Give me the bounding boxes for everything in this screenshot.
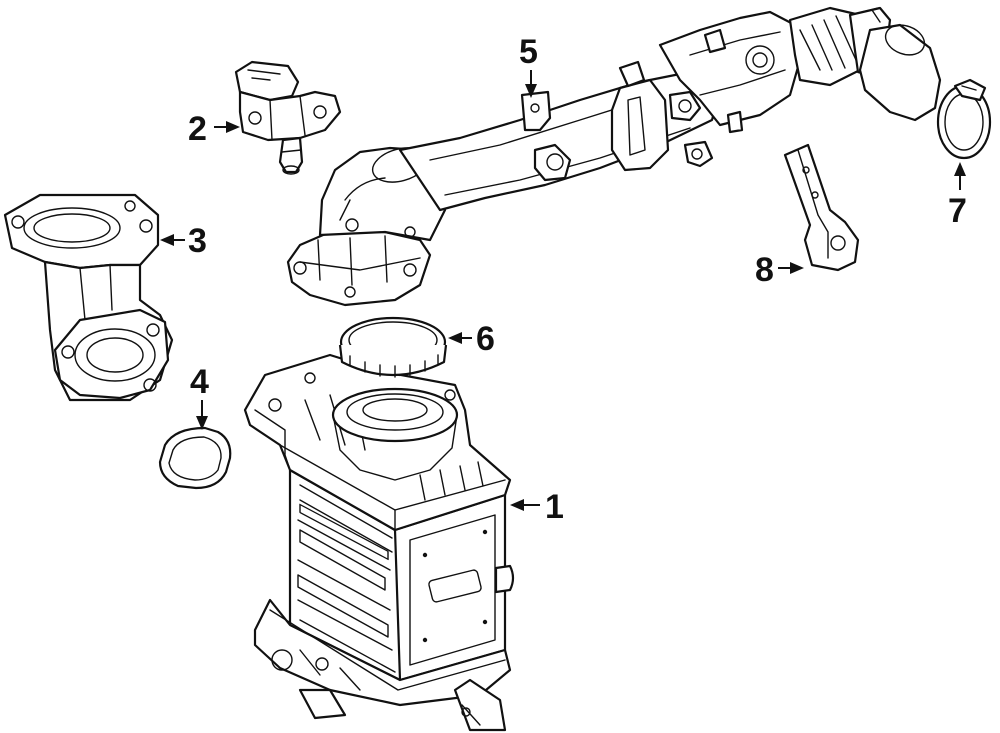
callout-8-label: 8	[755, 251, 774, 289]
part-6-seal-ring[interactable]	[338, 316, 448, 378]
part-3-throttle-housing[interactable]	[3, 193, 174, 402]
callout-6-label: 6	[476, 320, 495, 358]
part-1-intercooler[interactable]	[243, 353, 515, 732]
callout-2: 2	[188, 110, 240, 148]
part-7-hose-clamp[interactable]	[936, 78, 992, 160]
callout-6: 6	[448, 320, 495, 358]
callout-5: 5	[519, 33, 538, 98]
callout-5-label: 5	[519, 33, 538, 71]
callout-2-label: 2	[188, 110, 207, 148]
callout-1: 1	[510, 488, 564, 526]
callout-7: 7	[948, 162, 967, 230]
callout-8: 8	[755, 251, 804, 289]
callout-7-label: 7	[948, 192, 967, 230]
part-8-bracket[interactable]	[783, 143, 860, 272]
part-4-gasket[interactable]	[158, 426, 232, 490]
callout-1-label: 1	[545, 488, 564, 526]
callout-4: 4	[190, 363, 209, 430]
part-2-sensor[interactable]	[234, 60, 342, 175]
callout-4-label: 4	[190, 363, 209, 401]
part-5-charge-air-pipe[interactable]	[286, 6, 942, 307]
callout-3-label: 3	[188, 222, 207, 260]
callout-3: 3	[160, 222, 207, 260]
